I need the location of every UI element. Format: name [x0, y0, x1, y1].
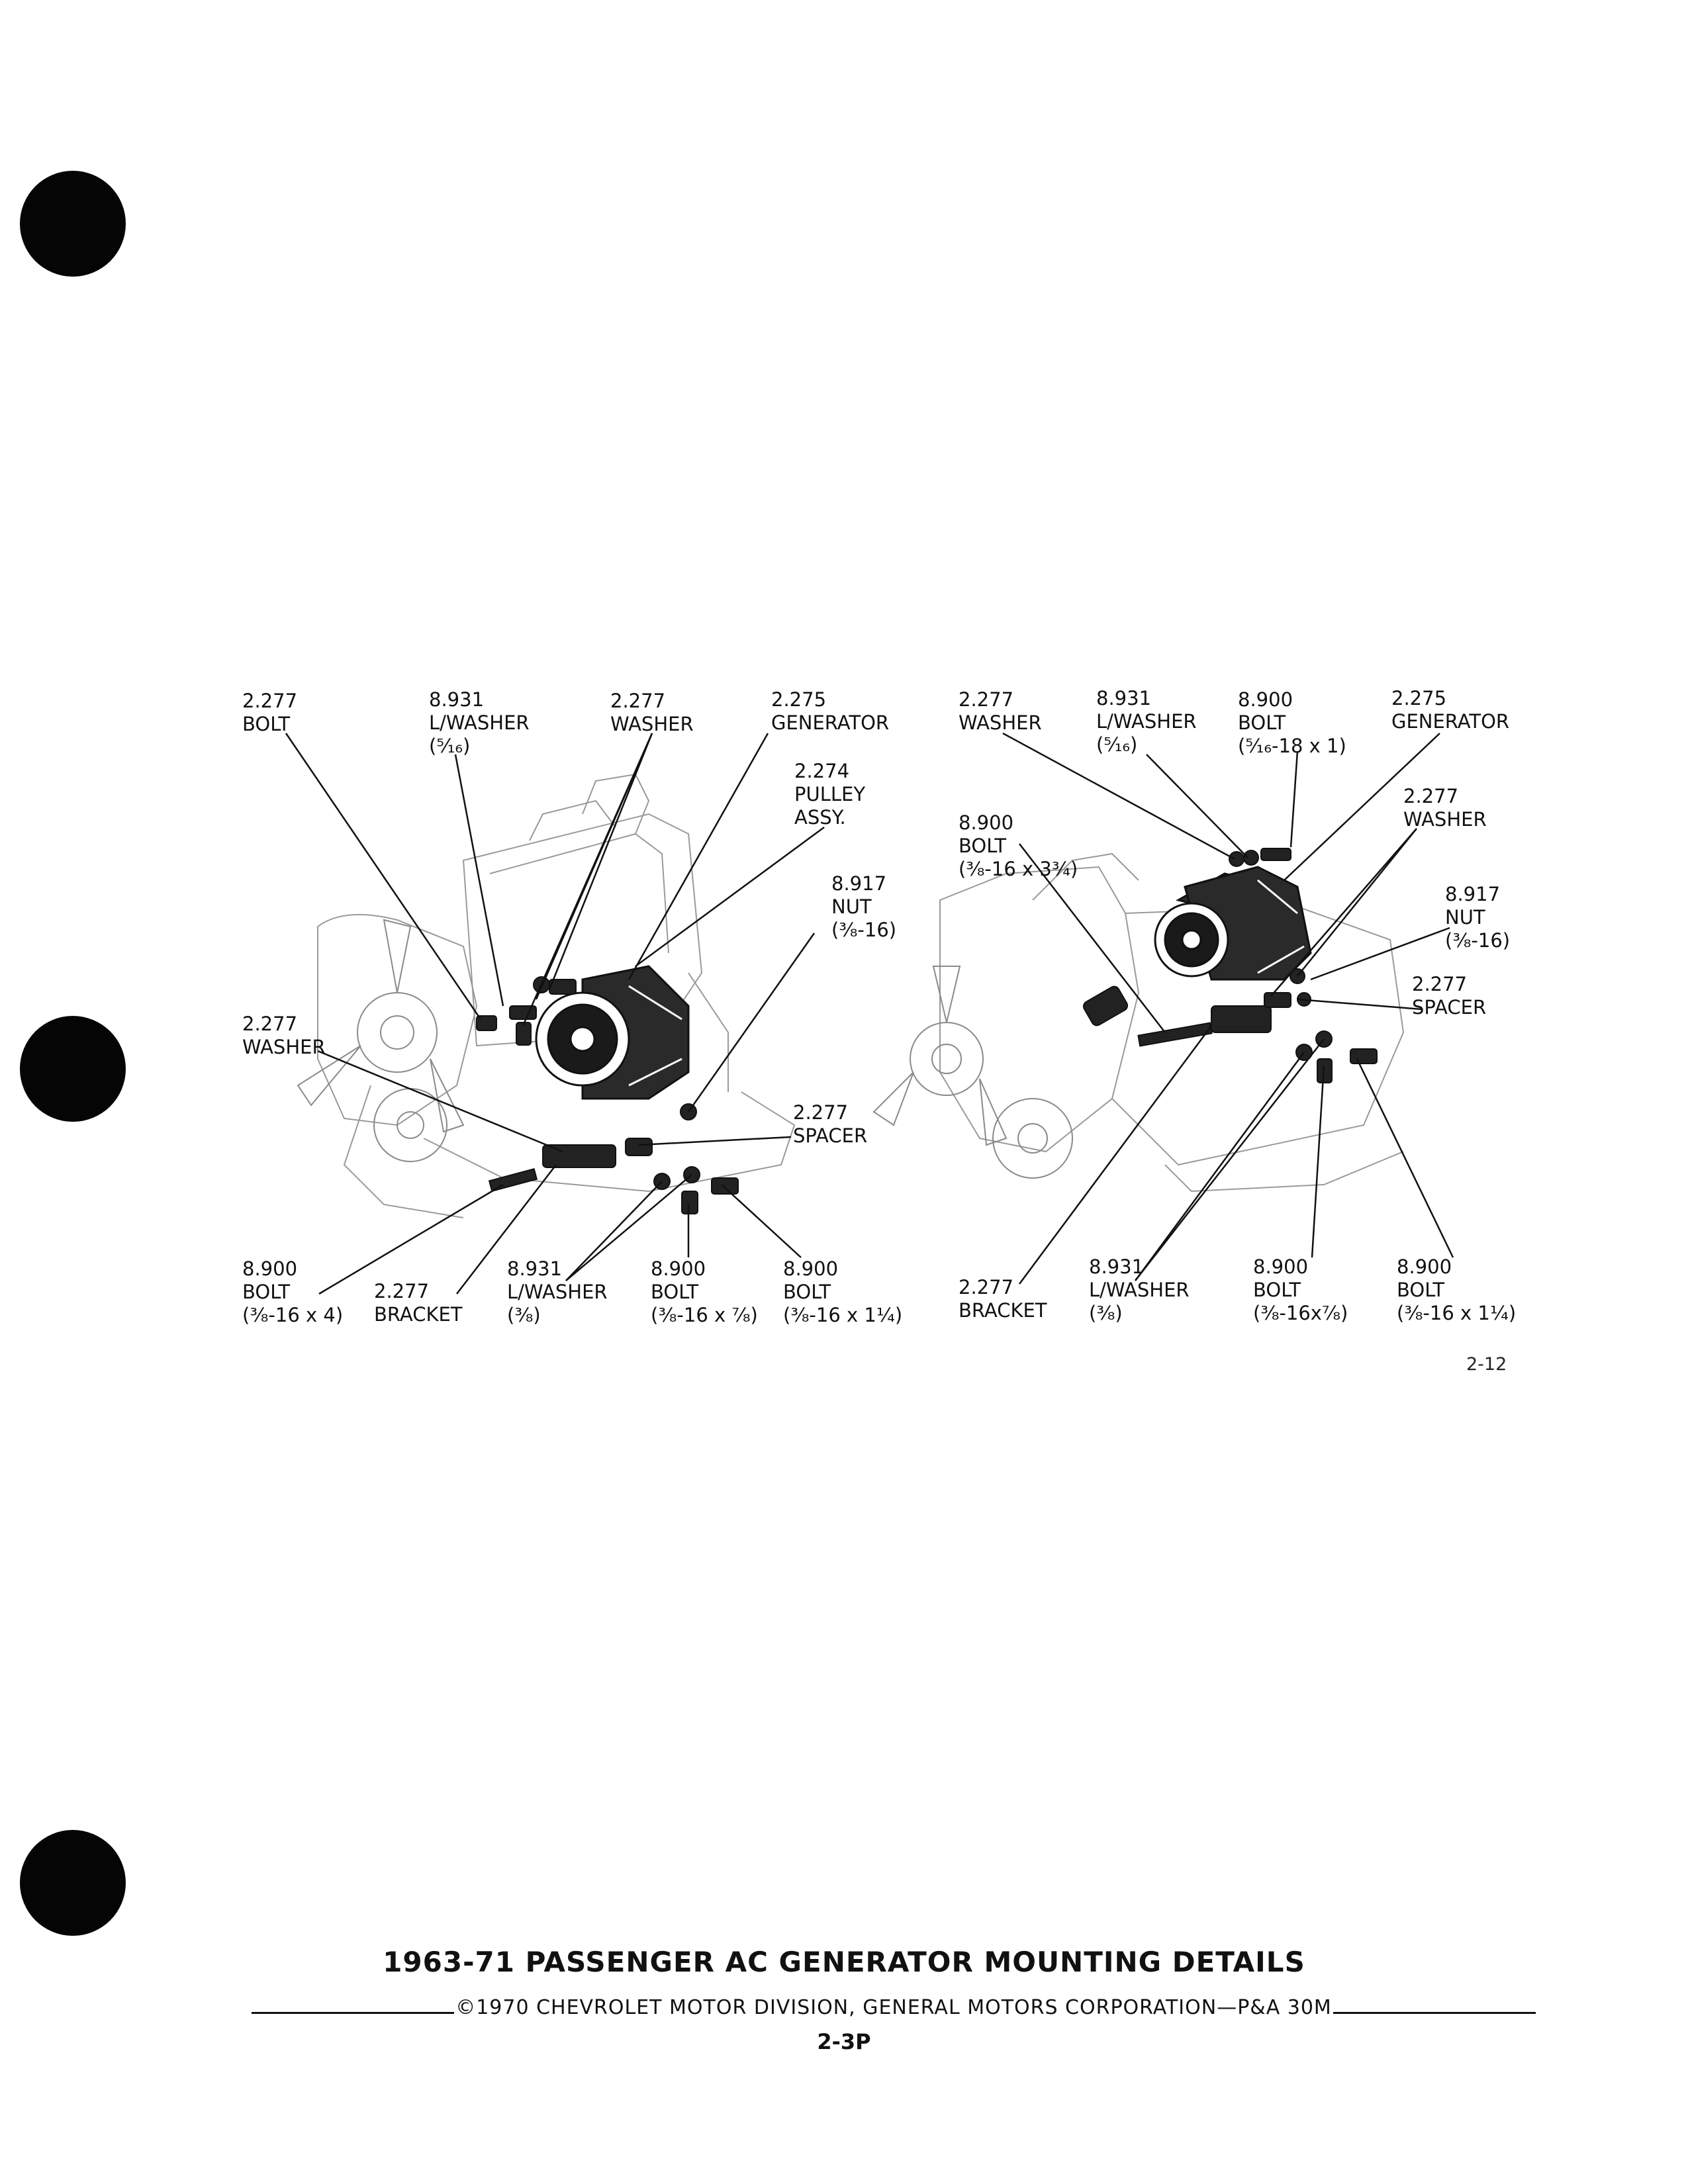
right-hardware	[1082, 848, 1378, 1083]
copyright-line: ©1970 CHEVROLET MOTOR DIVISION, GENERAL …	[252, 1996, 1536, 2019]
right-fan	[872, 966, 1008, 1146]
leader-lines	[285, 732, 1454, 1295]
left-fan	[297, 919, 465, 1133]
figure-number: 2-12	[1466, 1354, 1507, 1375]
copyright-rule-left	[252, 2012, 455, 2014]
copyright-text: ©1970 CHEVROLET MOTOR DIVISION, GENERAL …	[455, 1996, 1332, 2019]
right-engine-outline	[939, 852, 1405, 1193]
right-generator	[1154, 866, 1312, 981]
page-number: 2-3P	[817, 2029, 871, 2054]
left-generator	[535, 965, 690, 1100]
right-pulley	[992, 1098, 1073, 1179]
binder-hole-top	[20, 171, 126, 277]
binder-hole-bottom	[20, 1830, 126, 1936]
page-title: 1963-71 PASSENGER AC GENERATOR MOUNTING …	[383, 1946, 1305, 1978]
copyright-rule-right	[1333, 2012, 1536, 2014]
binder-hole-middle	[20, 1016, 126, 1122]
